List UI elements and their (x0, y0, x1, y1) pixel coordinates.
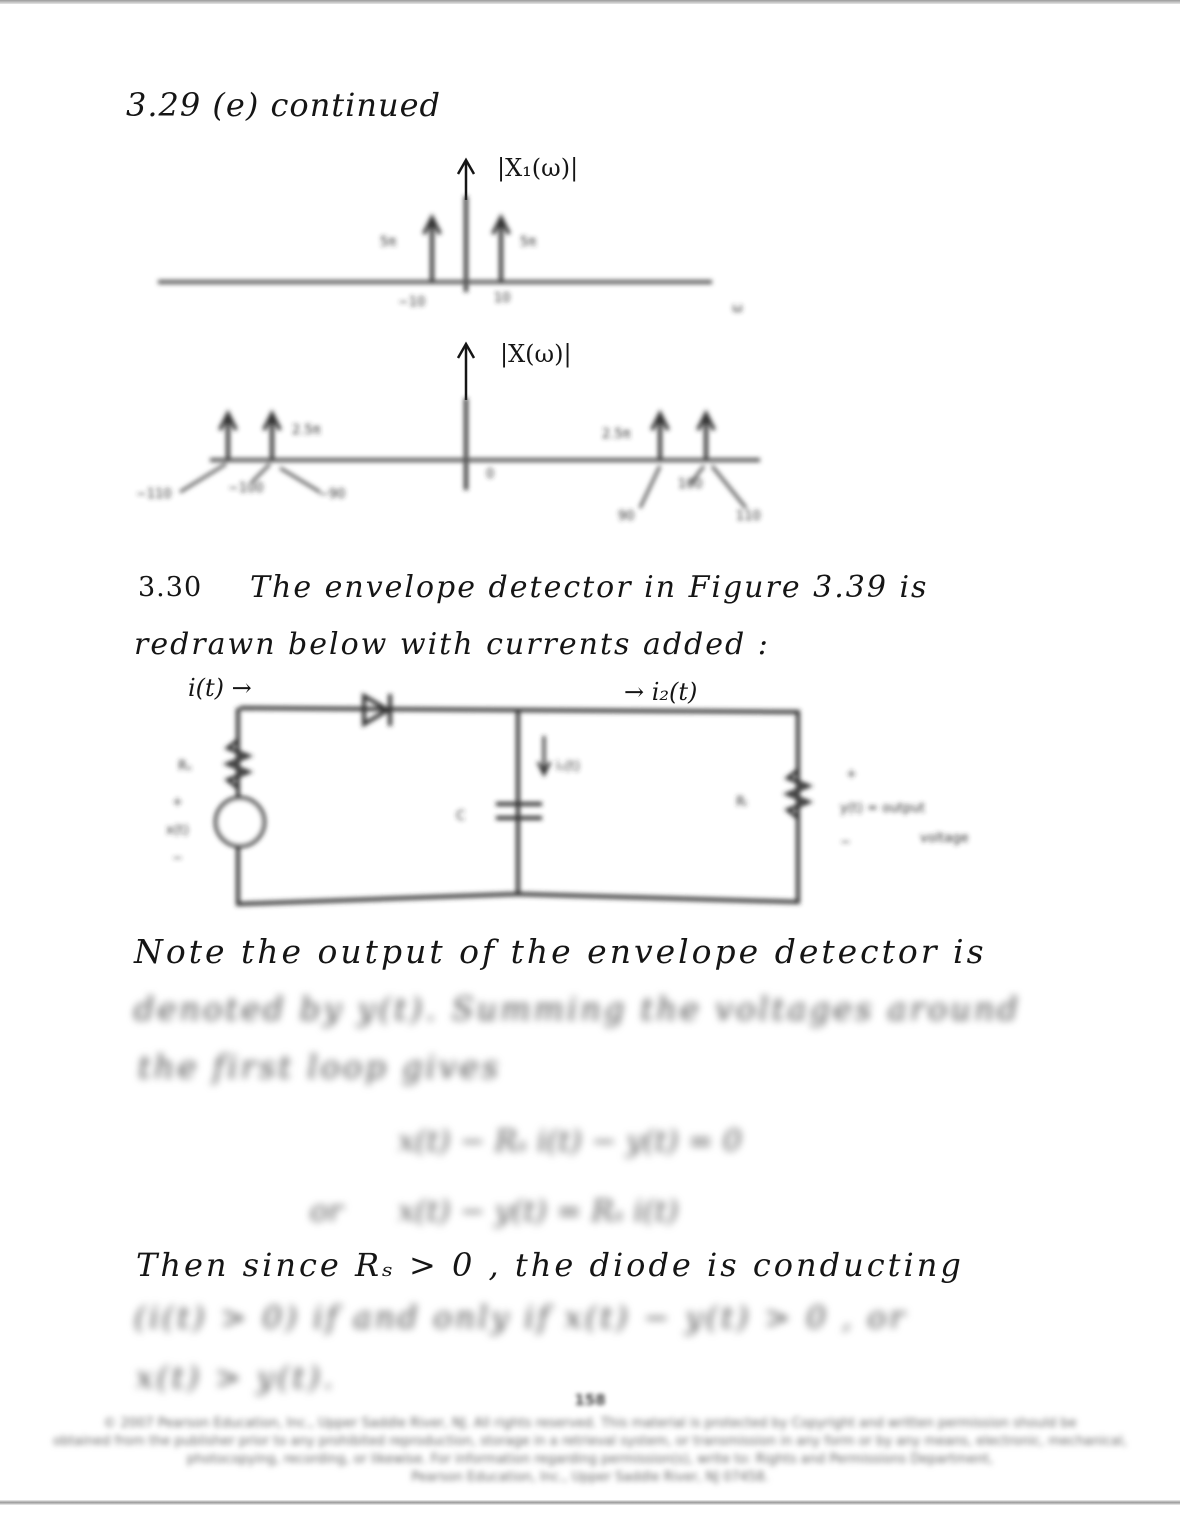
plot2-impulse-label-right: 2.5π (602, 427, 631, 442)
plot2-impulse-label-left: 2.5π (292, 423, 321, 438)
circuit-current-i: i(t) → (188, 674, 252, 702)
circuit-out-minus: − (840, 835, 851, 850)
note-line3: the first loop gives (138, 1048, 501, 1086)
footer-line-2: obtained from the publisher prior to any… (53, 1434, 1127, 1449)
circuit-current-ic: i₁(t) (556, 759, 580, 774)
equation-1: x(t) − Rₛ i(t) − y(t) = 0 (398, 1124, 742, 1159)
problem-3-30-intro-line1: The envelope detector in Figure 3.39 is (250, 570, 929, 605)
equation-2-prefix: or (310, 1194, 343, 1229)
circuit-output-label: y(t) = output (840, 801, 925, 816)
plot1-tick-left: −10 (398, 295, 425, 310)
plot2-tick-m110: −110 (136, 487, 172, 502)
footer-line-1: © 2007 Pearson Education, Inc., Upper Sa… (103, 1416, 1077, 1431)
plot2-axis-arrow (456, 341, 476, 400)
scan-edge-top (0, 0, 1180, 4)
equation-2: x(t) − y(t) = Rₛ i(t) (398, 1194, 679, 1229)
plot2-body: 2.5π 2.5π 0 −110 −100 −90 90 100 110 (136, 398, 761, 524)
note-line1: Note the output of the envelope detector… (134, 932, 987, 971)
circuit-output-label2: voltage (920, 831, 969, 846)
footer-line-3: photocopying, recording, or likewise. Fo… (186, 1452, 994, 1467)
circuit-rl-label: Rₗ (736, 795, 747, 810)
plot2-tick-90: 90 (618, 509, 635, 524)
plot2-tick-m90: −90 (318, 487, 345, 502)
circuit-source-label: x(t) (166, 823, 189, 838)
circuit-body: i₁(t) Rₛ + x(t) − C Rₗ + y(t) = output v… (166, 692, 969, 907)
scan-edge-bottom (0, 1500, 1180, 1505)
page-number: 158 (574, 1391, 606, 1409)
plot1-axis-label: |X₁(ω)| (497, 154, 578, 183)
plot1-impulse-label-left: 5π (380, 235, 396, 250)
circuit-out-plus: + (846, 767, 857, 782)
then-line2: (i(t) > 0) if and only if x(t) − y(t) > … (134, 1300, 907, 1336)
plot1-impulse-label-right: 5π (520, 235, 536, 250)
circuit-source-minus: − (172, 851, 183, 866)
circuit-cap-label: C (456, 809, 465, 824)
plot2-tick-110: 110 (736, 509, 761, 524)
circuit-current-i2: → i₂(t) (624, 678, 697, 706)
note-line2: denoted by y(t). Summing the voltages ar… (134, 990, 1021, 1028)
plot2-tick-zero: 0 (486, 467, 494, 482)
plot1-body: 5π 5π −10 10 ω (158, 196, 743, 316)
plot2-tick-100: 100 (678, 477, 703, 492)
plot2-axis-label: |X(ω)| (500, 340, 572, 369)
circuit-rs-label: Rₛ (178, 759, 192, 774)
plot2-tick-m100: −100 (228, 481, 264, 496)
plot1-horizontal-label: ω (732, 301, 743, 316)
problem-3-30-number: 3.30 (138, 572, 203, 603)
problem-3-29-heading: 3.29 (e) continued (126, 86, 442, 124)
circuit-top-labels: i(t) → → i₂(t) (188, 674, 697, 706)
then-line3: x(t) > y(t). (136, 1360, 336, 1396)
circuit-source-plus: + (172, 795, 183, 810)
then-line1: Then since Rₛ > 0 , the diode is conduct… (136, 1246, 964, 1284)
problem-3-30-intro-line2: redrawn below with currents added : (134, 627, 770, 662)
plot1-axis-arrow (456, 157, 476, 200)
plot1-tick-right: 10 (494, 291, 511, 306)
footer-line-4: Pearson Education, Inc., Upper Saddle Ri… (411, 1470, 769, 1485)
